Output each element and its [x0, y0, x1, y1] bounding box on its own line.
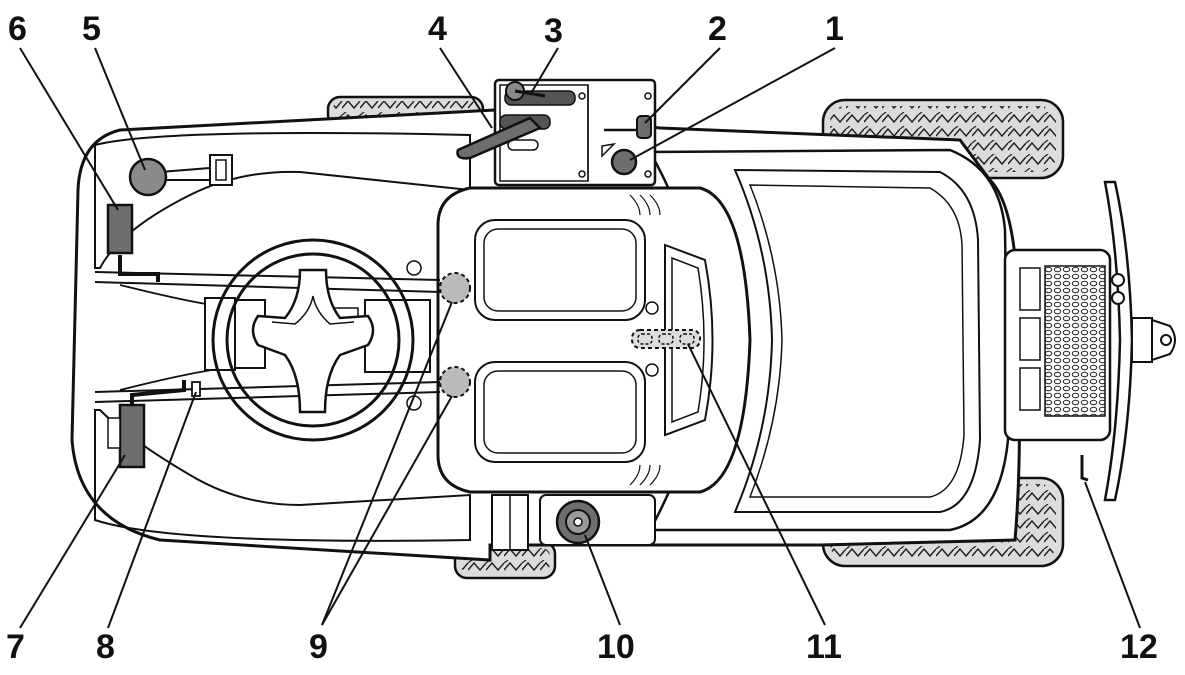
body-inner-lower	[94, 409, 471, 542]
callout-8: 8	[96, 628, 115, 666]
bumper-knob-top	[1111, 273, 1125, 287]
footboard-bottom	[94, 381, 441, 403]
callout-2: 2	[708, 10, 727, 48]
grille-slot-3	[1019, 367, 1041, 411]
bolt-1	[406, 260, 422, 276]
hood-inner	[733, 168, 982, 513]
seat-sensor-upper	[439, 272, 471, 304]
drive-pedal	[107, 380, 201, 469]
brake-pedal	[106, 203, 160, 282]
callout-12: 12	[1120, 628, 1158, 666]
callout-11: 11	[806, 628, 842, 666]
throttle-lever	[504, 81, 576, 106]
cutting-height-lever	[456, 114, 551, 160]
leader-lines	[19, 47, 1141, 629]
grille-mesh	[1044, 265, 1106, 417]
callout-4: 4	[428, 10, 447, 48]
deck-height-rod	[1080, 455, 1089, 482]
grille-slot-1	[1019, 267, 1041, 311]
body-inner-upper	[94, 131, 471, 269]
callout-5: 5	[82, 10, 101, 48]
callout-9: 9	[309, 628, 328, 666]
seat-adjust-control	[631, 329, 701, 349]
callout-6: 6	[8, 10, 27, 48]
grille-slot-2	[1019, 317, 1041, 361]
fuel-cap	[491, 494, 656, 551]
hood-inner-2	[748, 184, 965, 498]
callout-1: 1	[825, 10, 844, 48]
parking-brake-knob	[128, 154, 233, 197]
callout-7: 7	[6, 628, 25, 666]
seat	[436, 186, 752, 494]
tow-hitch	[1131, 317, 1176, 363]
callout-3: 3	[544, 12, 563, 50]
bumper-knob-bottom	[1111, 291, 1125, 305]
steering-wheel	[211, 238, 415, 442]
ignition-switch	[601, 142, 638, 176]
callout-10: 10	[597, 628, 635, 666]
seat-sensor-lower	[439, 366, 471, 398]
